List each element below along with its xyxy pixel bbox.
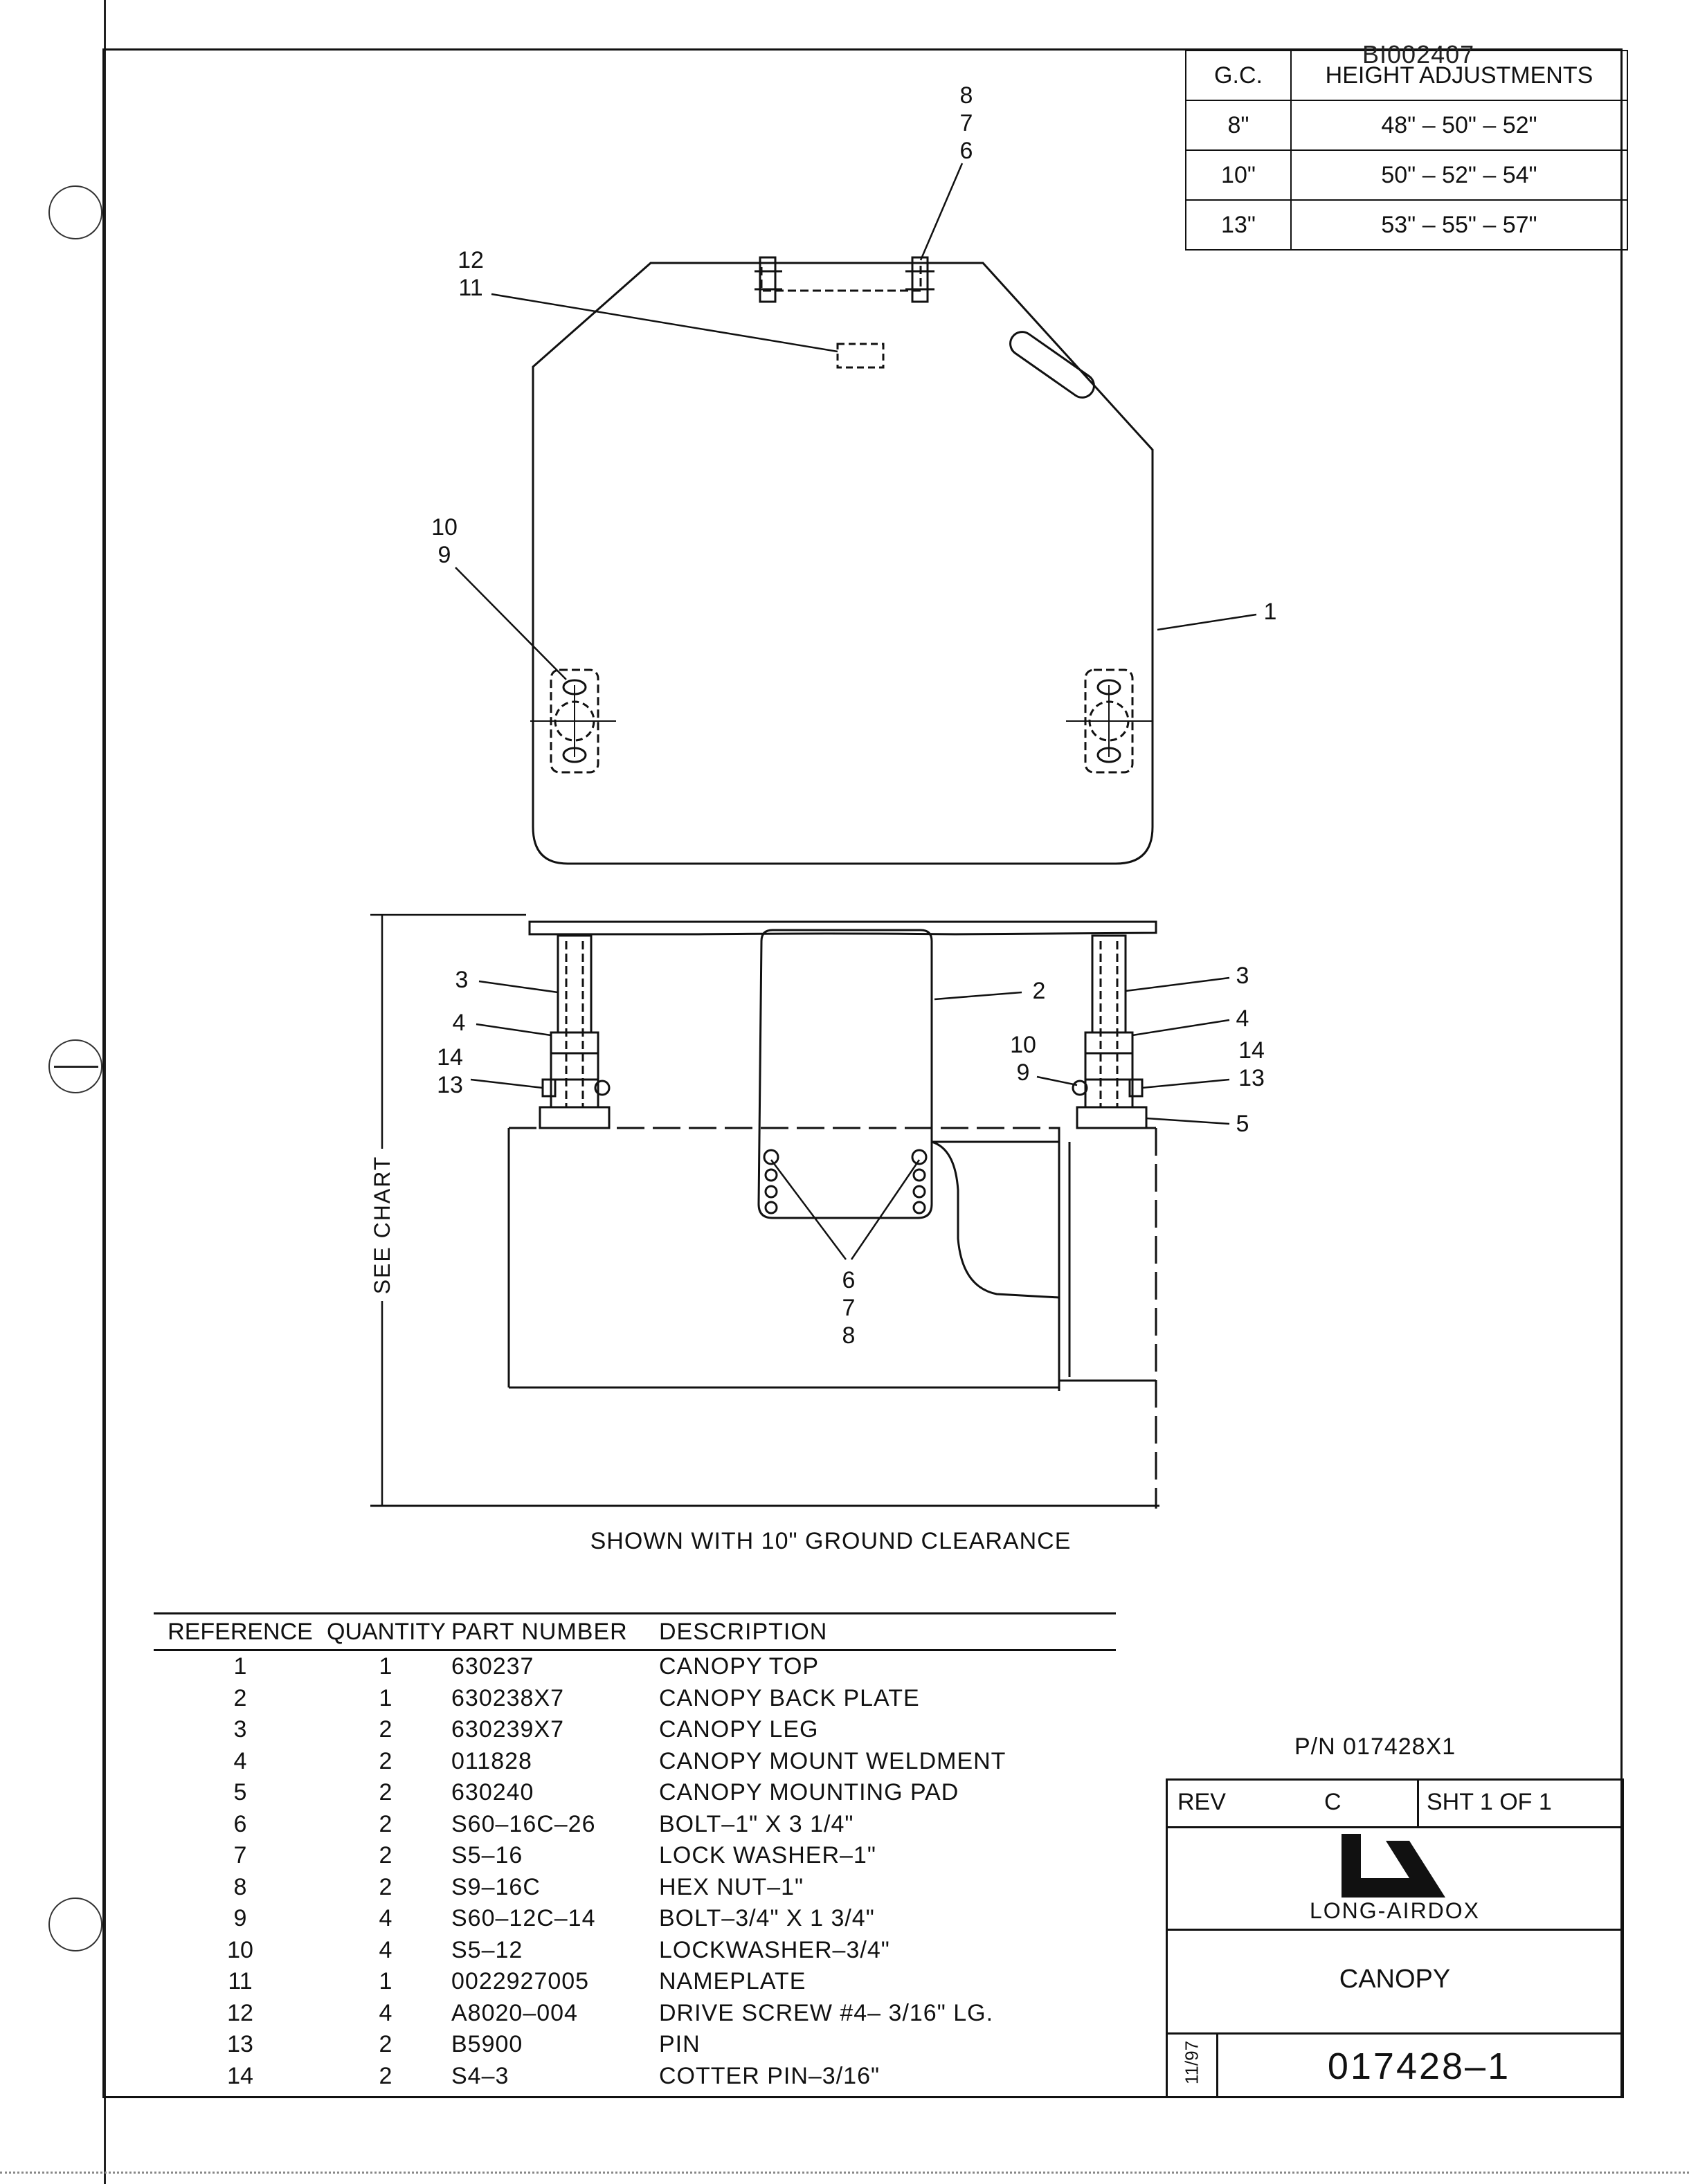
parts-list: REFERENCE QUANTITY PART NUMBER DESCRIPTI… — [154, 1612, 1116, 2092]
rev-label: REV — [1177, 1789, 1226, 1815]
callout-3-right: 3 — [1236, 963, 1249, 989]
right-mounting-pad — [1076, 1106, 1148, 1129]
part-number-label: P/N 017428X1 — [1294, 1733, 1456, 1760]
chart-height-values: 48" – 50" – 52" — [1290, 100, 1628, 151]
punch-hole-bottom — [48, 1898, 102, 1951]
view-caption: SHOWN WITH 10" GROUND CLEARANCE — [590, 1528, 1072, 1554]
binder-edge-line — [104, 0, 106, 2184]
punch-hole-middle — [48, 1039, 102, 1093]
back-plate-bolt-bar — [760, 262, 922, 292]
company-name: LONG-AIRDOX — [1309, 1898, 1481, 1923]
drawing-title-cell: CANOPY — [1168, 1929, 1622, 2035]
left-mount-weldment — [550, 1031, 599, 1109]
drawing-title: CANOPY — [1339, 1965, 1451, 1994]
canopy-top-outline — [532, 262, 1154, 865]
callout-1: 1 — [1263, 599, 1277, 625]
left-canopy-leg — [557, 934, 593, 1034]
chart-height-values: 50" – 52" – 54" — [1290, 149, 1628, 201]
drawing-number-cell: 11/97 017428–1 — [1168, 2032, 1622, 2096]
callout-5: 5 — [1236, 1111, 1249, 1137]
sheet-label: SHT 1 OF 1 — [1427, 1789, 1552, 1815]
header-description: DESCRIPTION — [659, 1618, 828, 1645]
height-adjustment-chart: G.C. HEIGHT ADJUSTMENTS 8" 48" – 50" – 5… — [1185, 50, 1628, 251]
machine-body — [507, 1127, 1060, 1389]
chart-header-gc: G.C. — [1185, 50, 1292, 101]
left-mounting-pad — [539, 1106, 611, 1129]
callout-3-left: 3 — [455, 967, 469, 993]
long-airdox-logo-mark — [1342, 1834, 1445, 1898]
back-plate-side — [757, 929, 933, 1219]
rev-value: C — [1324, 1789, 1342, 1815]
canopy-slot — [1009, 331, 1095, 399]
chart-gc-value: 13" — [1185, 199, 1292, 251]
drawing-border — [102, 48, 1623, 2098]
scan-edge — [0, 2172, 1689, 2176]
chart-header-height: HEIGHT ADJUSTMENTS — [1290, 50, 1628, 101]
rev-divider — [1417, 1781, 1419, 1826]
header-part-number: PART NUMBER — [451, 1618, 628, 1645]
chart-height-values: 53" – 55" – 57" — [1290, 199, 1628, 251]
callout-2: 2 — [1032, 978, 1046, 1004]
punch-hole-top — [48, 185, 102, 239]
see-chart-label: SEE CHART — [370, 1155, 395, 1295]
chart-gc-value: 8" — [1185, 100, 1292, 151]
callout-4-right: 4 — [1236, 1005, 1249, 1032]
chart-gc-value: 10" — [1185, 149, 1292, 201]
parts-list-header: REFERENCE QUANTITY PART NUMBER DESCRIPTI… — [154, 1612, 1116, 1651]
right-canopy-leg — [1091, 934, 1127, 1034]
drawing-date: 11/97 — [1181, 2040, 1202, 2085]
canopy-top-side — [528, 920, 1157, 936]
revision-row: REV C SHT 1 OF 1 — [1168, 1781, 1622, 1828]
right-mount-weldment — [1084, 1031, 1134, 1109]
header-reference: REFERENCE — [168, 1618, 313, 1645]
company-logo-cell: LONG-AIRDOX — [1168, 1826, 1622, 1931]
title-block: REV C SHT 1 OF 1 LONG-AIRDOX CANOPY 11/9… — [1166, 1778, 1624, 2098]
document-watermark: BI002407 — [1362, 40, 1475, 69]
drawing-number: 017428–1 — [1327, 2046, 1511, 2087]
nameplate-outline — [836, 343, 885, 369]
date-cell: 11/97 — [1168, 2032, 1218, 2096]
header-quantity: QUANTITY — [327, 1618, 446, 1645]
callout-4-left: 4 — [452, 1010, 466, 1036]
